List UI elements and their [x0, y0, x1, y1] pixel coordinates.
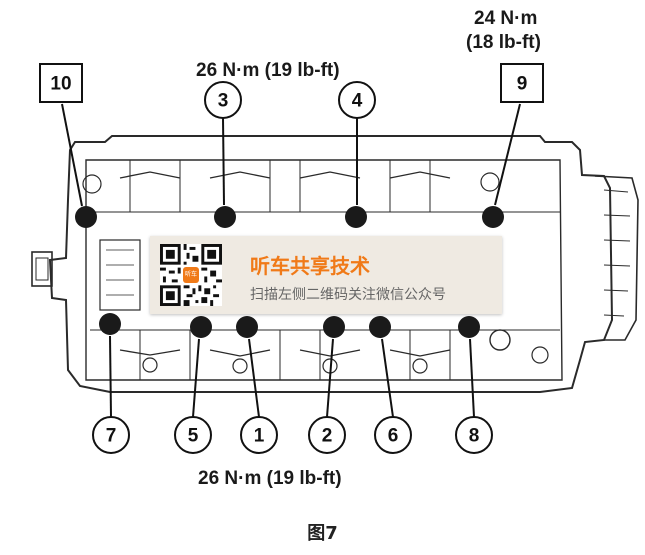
bolt-group: [75, 206, 504, 338]
label-circle-8: [455, 416, 493, 454]
bolt-number-6: 6: [388, 426, 399, 447]
bolt-number-5: 5: [188, 426, 199, 447]
bolt-3: [214, 206, 236, 228]
bolt-number-8: 8: [469, 426, 480, 447]
torque-top-right-line2: (18 lb-ft): [466, 32, 541, 53]
qr-center-logo: 听车: [183, 267, 199, 283]
bolt-2: [323, 316, 345, 338]
bolt-labels: [39, 63, 544, 454]
bolt-1: [236, 316, 258, 338]
bolt-9: [482, 206, 504, 228]
torque-bottom: 26 N·m (19 lb-ft): [198, 468, 342, 489]
bolt-10: [75, 206, 97, 228]
torque-top: 26 N·m (19 lb-ft): [196, 60, 340, 81]
bolt-number-1: 1: [254, 426, 265, 447]
bolt-8: [458, 316, 480, 338]
bolt-number-3: 3: [218, 91, 229, 112]
qr-code-icon: [160, 244, 222, 306]
label-circle-6: [374, 416, 412, 454]
bolt-4: [345, 206, 367, 228]
overlay-title: 听车共享技术: [250, 254, 370, 278]
bolt-numbers: 10 9 3 4 7 5 1 2 6 8: [50, 74, 527, 447]
bolt-5: [190, 316, 212, 338]
bolt-number-2: 2: [322, 426, 333, 447]
label-circle-1: [240, 416, 278, 454]
label-box-9: [500, 63, 544, 103]
label-circle-5: [174, 416, 212, 454]
figure-caption: 图7: [307, 523, 338, 544]
leader-lines: [61, 103, 521, 418]
bolt-number-10: 10: [50, 74, 71, 95]
label-circle-2: [308, 416, 346, 454]
cylinder-head-outline: [31, 135, 639, 393]
bolt-number-4: 4: [352, 91, 363, 112]
overlay-subtitle: 扫描左侧二维码关注微信公众号: [250, 287, 446, 303]
label-circle-7: [92, 416, 130, 454]
wechat-overlay-banner: 听车 听车共享技术 扫描左侧二维码关注微信公众号: [150, 236, 502, 314]
label-box-10: [39, 63, 83, 103]
label-circle-4: [338, 81, 376, 119]
torque-top-right-line1: 24 N·m: [474, 8, 537, 29]
label-circle-3: [204, 81, 242, 119]
bolt-number-7: 7: [106, 426, 117, 447]
bolt-number-9: 9: [517, 74, 528, 95]
bolt-7: [99, 313, 121, 335]
bolt-6: [369, 316, 391, 338]
